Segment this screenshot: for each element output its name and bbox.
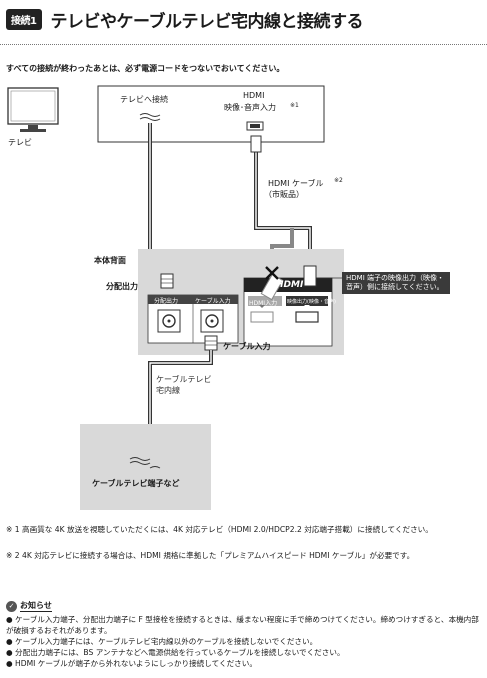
notice-title: お知らせ bbox=[20, 601, 52, 612]
cable-line-label: ケーブルテレビ bbox=[156, 375, 212, 384]
notice-item: ● 分配出力端子には、BS アンテナなどへ電源供給を行っているケーブルを接続しな… bbox=[6, 648, 345, 657]
notice-item: ● HDMI ケーブルが端子から外れないようにしっかり接続してください。 bbox=[6, 659, 257, 668]
hdmi-label: HDMI bbox=[243, 91, 265, 100]
step-badge: 接続1 bbox=[6, 8, 43, 30]
info-icon: ✓ bbox=[6, 600, 17, 612]
hdmi-cable-note-mark: ※2 bbox=[334, 177, 343, 184]
header-divider bbox=[0, 44, 487, 45]
hdmi-cable-label: HDMI ケーブル bbox=[268, 179, 324, 188]
unit-back-label: 本体背面 bbox=[94, 256, 126, 265]
hdmi-logo: HDMI bbox=[276, 280, 304, 290]
hdmi-callout: HDMI 端子の映像出力（映像・音声）側に接続してください。 bbox=[342, 272, 450, 294]
connection-diagram bbox=[7, 85, 344, 510]
port-cable-in-label: ケーブル入力 bbox=[195, 298, 231, 305]
hdmi-cable-sub: （市販品） bbox=[264, 190, 304, 199]
hdmi-note-mark: ※1 bbox=[290, 102, 299, 109]
note-2: ※ 2 4K 対応テレビに接続する場合は、HDMI 規格に準拠した「プレミアムハ… bbox=[6, 551, 415, 560]
port-split-out-label: 分配出力 bbox=[154, 298, 179, 305]
intro-text: すべての接続が終わったあとは、必ず電源コードをつないでおいてください。 bbox=[6, 64, 285, 73]
tv-input-panel bbox=[97, 85, 325, 143]
split-out-port bbox=[157, 309, 181, 333]
cable-terminal-label: ケーブルテレビ端子など bbox=[92, 479, 180, 488]
split-out-label: 分配出力 bbox=[106, 282, 138, 291]
cable-in-label: ケーブル入力 bbox=[223, 342, 271, 351]
tv-icon bbox=[7, 87, 59, 132]
hdmi-av-input-label: 映像･音声入力 bbox=[224, 103, 276, 112]
notice-heading: ✓ お知らせ bbox=[6, 600, 52, 612]
cable-line-label-2: 宅内線 bbox=[156, 386, 180, 395]
page-header: 接続1 テレビやケーブルテレビ宅内線と接続する bbox=[6, 6, 363, 32]
wrong-connection-mark bbox=[265, 266, 279, 280]
port-hdmi-out-label: 映像出力(映像・音声) bbox=[287, 299, 336, 305]
notice-list: ● ケーブル入力端子、分配出力端子に F 型接栓を接続するときは、緩まない程度に… bbox=[6, 614, 481, 669]
notice-item: ● ケーブル入力端子、分配出力端子に F 型接栓を接続するときは、緩まない程度に… bbox=[6, 615, 479, 635]
tv-input-label: テレビへ接続 bbox=[120, 95, 168, 104]
cable-terminal-box bbox=[80, 424, 211, 510]
tv-label: テレビ bbox=[8, 138, 32, 147]
note-1: ※ 1 高画質な 4K 放送を視聴していただくには、4K 対応テレビ（HDMI … bbox=[6, 525, 433, 534]
port-hdmi-in-label: HDMI入力 bbox=[249, 300, 278, 307]
cable-in-port bbox=[200, 309, 224, 333]
notice-item: ● ケーブル入力端子には、ケーブルテレビ宅内線以外のケーブルを接続しないでくださ… bbox=[6, 637, 318, 646]
page-title: テレビやケーブルテレビ宅内線と接続する bbox=[50, 11, 363, 32]
